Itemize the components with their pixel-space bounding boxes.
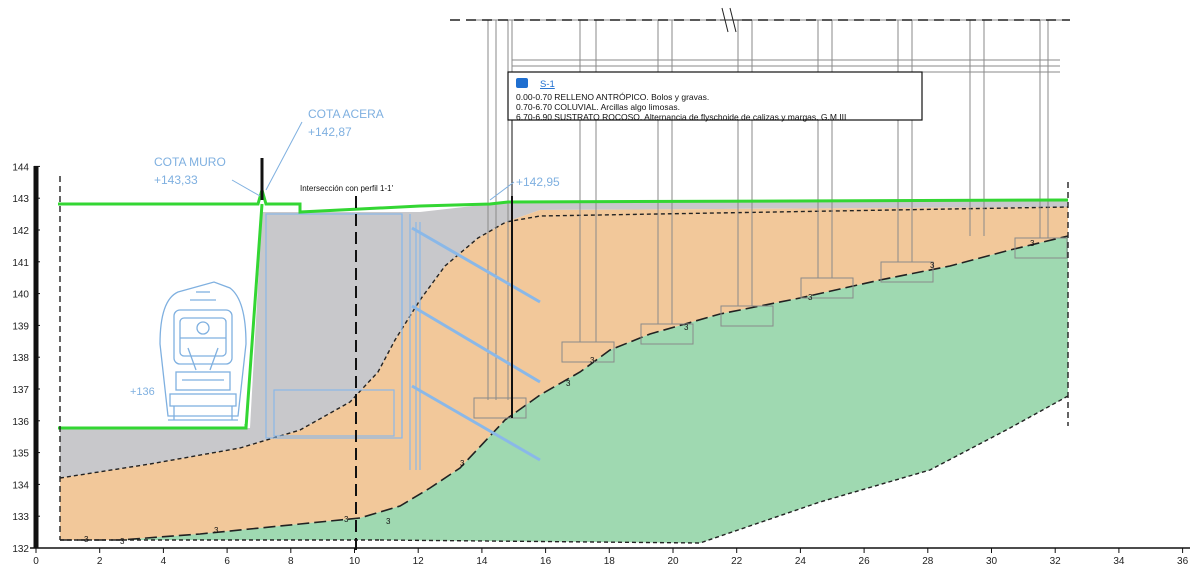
y-tick-label: 134 [12, 480, 29, 491]
borehole-id[interactable]: S-1 [540, 79, 555, 90]
y-tick-label: 135 [12, 449, 29, 460]
y-tick-label: 142 [12, 226, 29, 237]
boundary-green-bottom [379, 395, 1069, 544]
layer-marker: 3 [84, 535, 89, 544]
layer-markers: 3 3 3 3 3 3 3 3 3 3 3 3 [84, 239, 1035, 546]
borehole-layer-3: 6.70-6.90 SUSTRATO ROCOSO. Alternancia d… [516, 112, 846, 122]
y-tick-labels: 132 133 134 135 136 137 138 139 140 141 142 143 144 [12, 162, 40, 555]
x-tick-label: 24 [795, 556, 807, 567]
x-tick-label: 36 [1177, 556, 1189, 567]
borehole-icon [516, 78, 528, 88]
y-tick-label: 132 [12, 544, 29, 555]
layer-marker: 3 [808, 293, 813, 302]
y-tick-label: 138 [12, 353, 29, 364]
layer-marker: 3 [590, 356, 595, 365]
retaining-wall [265, 213, 421, 470]
x-tick-label: 10 [349, 556, 361, 567]
x-tick-label: 16 [540, 556, 552, 567]
x-tick-label: 2 [97, 556, 103, 567]
layer-marker: 3 [386, 517, 391, 526]
layer-marker: 3 [684, 323, 689, 332]
boundary-gray-orange [59, 206, 1069, 479]
y-tick-label: 137 [12, 385, 29, 396]
layer-marker: 3 [930, 261, 935, 270]
ground-surface-line [58, 184, 1069, 214]
cota-muro-value: +143,33 [154, 173, 198, 187]
layer-marker: 3 [1030, 239, 1035, 248]
cota-acera-value: +142,87 [308, 125, 352, 139]
layer-marker: 3 [566, 379, 571, 388]
x-tick-label: 20 [667, 556, 679, 567]
x-tick-label: 34 [1113, 556, 1125, 567]
fill-green-region [60, 236, 1068, 543]
x-tick-label: 26 [859, 556, 871, 567]
layer-marker: 3 [460, 459, 465, 468]
cota-right-leader [489, 181, 515, 201]
break-symbol [720, 7, 744, 33]
x-tick-label: 22 [731, 556, 743, 567]
x-tick-label: 0 [33, 556, 39, 567]
y-tick-label: 143 [12, 194, 29, 205]
layer-marker: 3 [214, 526, 219, 535]
cota-muro-leader [231, 179, 261, 197]
x-tick-label: 14 [476, 556, 488, 567]
borehole-layer-1: 0.00-0.70 RELLENO ANTRÓPICO. Bolos y gra… [516, 92, 709, 102]
cota-right-value: +142,95 [516, 175, 560, 189]
x-tick-label: 8 [288, 556, 294, 567]
x-tick-label: 28 [922, 556, 934, 567]
fill-orange-region [60, 207, 1068, 540]
x-tick-label: 18 [604, 556, 616, 567]
x-tick-label: 6 [224, 556, 230, 567]
cota-acera-leader [265, 121, 303, 191]
fill-gray-region [60, 200, 1068, 478]
y-tick-label: 141 [12, 258, 29, 269]
x-tick-label: 32 [1050, 556, 1062, 567]
x-tick-label: 30 [986, 556, 998, 567]
y-tick-label: 139 [12, 321, 29, 332]
borehole-legend: S-1 0.00-0.70 RELLENO ANTRÓPICO. Bolos y… [507, 71, 923, 122]
x-tick-label: 12 [413, 556, 425, 567]
cota-track-value: +136 [130, 386, 155, 398]
cota-muro-label: COTA MURO [154, 155, 226, 169]
y-tick-label: 144 [12, 162, 29, 173]
y-tick-label: 136 [12, 417, 29, 428]
layer-marker: 3 [120, 537, 125, 546]
y-tick-label: 140 [12, 290, 29, 301]
borehole-layer-2: 0.70-6.70 COLUVIAL. Arcillas algo limosa… [516, 102, 680, 112]
boundary-orange-green [60, 235, 1069, 541]
layer-marker: 3 [344, 515, 349, 524]
y-tick-label: 133 [12, 512, 29, 523]
x-tick-label: 4 [161, 556, 167, 567]
ground-anchors [411, 226, 541, 462]
track-level-line [58, 203, 264, 430]
train-icon [159, 281, 247, 421]
cota-acera-label: COTA ACERA [308, 107, 384, 121]
intersection-label: Intersección con perfil 1-1' [300, 184, 394, 193]
